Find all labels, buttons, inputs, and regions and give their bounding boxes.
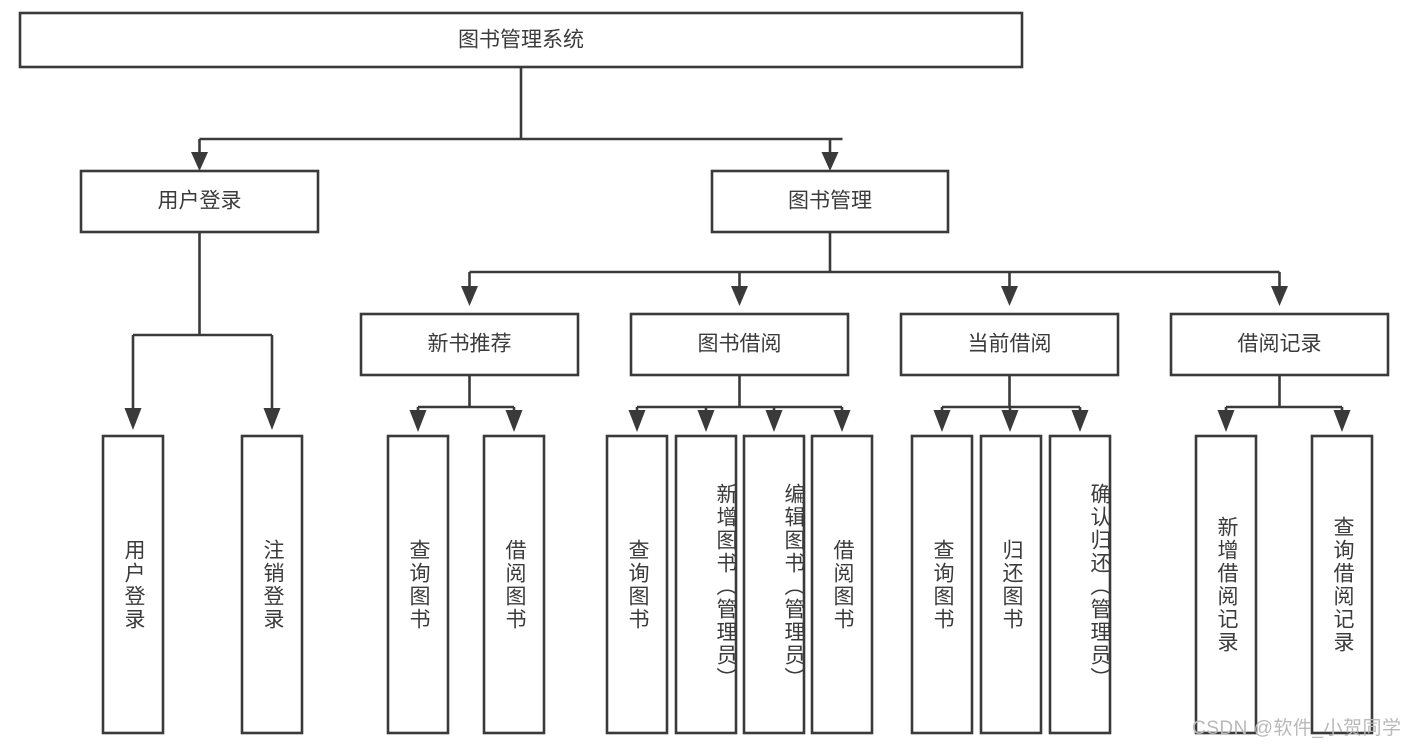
node-box-leaf-borrow-book-recommend[interactable] bbox=[482, 434, 546, 735]
node-box-leaf-edit-book-admin[interactable] bbox=[742, 434, 806, 735]
node-box-root[interactable] bbox=[18, 11, 1024, 69]
connector-group-new-book-recommend bbox=[409, 375, 523, 432]
arrow-head-current-borrow bbox=[1001, 286, 1018, 306]
arrow-head-leaf-borrow-book bbox=[833, 410, 851, 432]
node-box-leaf-return-book[interactable] bbox=[979, 434, 1043, 735]
arrow-head-leaf-edit-book-admin bbox=[765, 410, 783, 432]
node-box-leaf-add-book-admin[interactable] bbox=[674, 434, 738, 735]
arrow-head-leaf-return-book bbox=[1001, 410, 1019, 432]
node-box-borrow-record[interactable] bbox=[1169, 312, 1390, 377]
node-box-leaf-query-borrow-record[interactable] bbox=[1310, 434, 1374, 735]
node-label-book-borrow: 图书借阅 bbox=[698, 333, 782, 356]
arrow-head-leaf-add-book-admin bbox=[697, 410, 715, 432]
connector-group-current-borrow bbox=[933, 375, 1089, 432]
arrow-head-leaf-query-book-borrow bbox=[628, 410, 646, 432]
node-box-leaf-add-borrow-record[interactable] bbox=[1194, 434, 1258, 735]
arrow-head-borrow-record bbox=[1271, 286, 1288, 306]
arrow-head-user-login bbox=[191, 152, 208, 171]
arrow-head-leaf-query-borrow-record bbox=[1333, 410, 1351, 432]
node-box-book-borrow[interactable] bbox=[629, 312, 850, 377]
node-box-leaf-borrow-book[interactable] bbox=[810, 434, 874, 735]
node-box-book-management[interactable] bbox=[710, 169, 950, 234]
arrow-head-new-book-recommend bbox=[461, 286, 478, 306]
node-box-leaf-user-login[interactable] bbox=[101, 434, 165, 735]
node-box-leaf-query-book-recommend[interactable] bbox=[386, 434, 450, 735]
node-box-current-borrow[interactable] bbox=[899, 312, 1120, 377]
arrow-head-leaf-borrow-book-recommend bbox=[505, 410, 523, 432]
arrow-head-leaf-query-book-recommend bbox=[409, 410, 427, 432]
arrow-head-leaf-user-login bbox=[124, 408, 142, 430]
connector-group-root bbox=[191, 67, 843, 171]
node-boxes: 图书管理系统 用户登录 图书管理 新书推荐 图书借阅 当前借阅 借阅记录 bbox=[18, 11, 1390, 735]
csdn-watermark: CSDN @软件_小贺同学 bbox=[1192, 718, 1402, 739]
node-label-current-borrow: 当前借阅 bbox=[968, 333, 1052, 356]
connector-group-user-login bbox=[124, 232, 281, 430]
arrow-head-leaf-add-borrow-record bbox=[1217, 410, 1235, 432]
node-label-root: 图书管理系统 bbox=[458, 29, 584, 52]
connector-group-borrow-record bbox=[1217, 375, 1351, 432]
node-box-leaf-logout[interactable] bbox=[240, 434, 304, 735]
connector-group-book-borrow bbox=[628, 375, 851, 432]
arrow-head-leaf-confirm-return-admin bbox=[1071, 410, 1089, 432]
node-box-user-login[interactable] bbox=[79, 169, 320, 234]
node-label-book-management: 图书管理 bbox=[788, 190, 872, 213]
node-box-leaf-query-book-borrow[interactable] bbox=[605, 434, 669, 735]
node-box-leaf-query-book-current[interactable] bbox=[910, 434, 974, 735]
node-label-borrow-record: 借阅记录 bbox=[1238, 333, 1322, 356]
node-label-new-book-recommend: 新书推荐 bbox=[428, 333, 512, 356]
arrow-head-leaf-logout bbox=[263, 408, 281, 430]
connector-group-book-management bbox=[461, 232, 1288, 306]
arrow-head-book-management bbox=[821, 152, 839, 171]
node-box-leaf-confirm-return-admin[interactable] bbox=[1048, 434, 1112, 735]
arrow-head-leaf-query-book-current bbox=[933, 410, 951, 432]
node-label-user-login: 用户登录 bbox=[158, 190, 242, 213]
arrow-head-book-borrow bbox=[731, 286, 748, 306]
node-box-new-book-recommend[interactable] bbox=[359, 312, 580, 377]
